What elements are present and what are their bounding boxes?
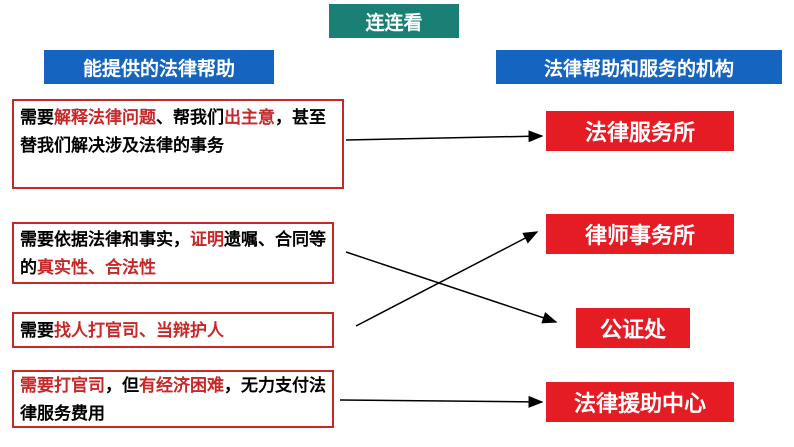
highlight-text: 找人打官司、当辩护人 <box>54 321 224 341</box>
help-item-4: 需要打官司，但有经济困难，无力支付法律服务费用 <box>12 370 334 428</box>
highlight-text: 真实性、合法性 <box>37 258 156 278</box>
help-item-1: 需要解释法律问题、帮我们出主意，甚至替我们解决涉及法律的事务 <box>12 99 344 189</box>
highlight-text: 需要打官司 <box>20 376 105 396</box>
highlight-text: 出主意 <box>224 108 275 128</box>
item-text: 需要 <box>20 108 54 128</box>
item-text: 需要依据法律和事实， <box>20 230 190 250</box>
item-text: ，甚至替我们解决涉及法律的事务 <box>20 108 326 156</box>
item-text: ，无力支付法律服务费用 <box>20 376 326 424</box>
header-institutions: 法律帮助和服务的机构 <box>496 50 782 84</box>
arrow-item1-to-legal-service-office <box>345 130 544 143</box>
help-item-3: 需要找人打官司、当辩护人 <box>12 312 334 348</box>
institution-legal-aid-center: 法律援助中心 <box>546 382 734 422</box>
highlight-text: 解释法律问题 <box>54 108 156 128</box>
help-item-2: 需要依据法律和事实，证明遗嘱、合同等的真实性、合法性 <box>12 222 334 284</box>
item-text: 、帮我们 <box>156 108 224 128</box>
institution-legal-service-office: 法律服务所 <box>546 111 734 151</box>
arrow-item4-to-legal-aid-center <box>339 395 544 408</box>
institution-notary-office: 公证处 <box>576 308 690 348</box>
item-text: 需要 <box>20 321 54 341</box>
arrow-item3-to-law-firm <box>355 231 539 327</box>
page-title: 连连看 <box>329 4 459 38</box>
highlight-text: 证明 <box>190 230 224 250</box>
arrow-item2-to-notary-office <box>345 251 558 324</box>
highlight-text: 有经济困难 <box>139 376 224 396</box>
header-legal-help: 能提供的法律帮助 <box>44 50 274 84</box>
item-text: 遗嘱、合同等的 <box>20 230 326 278</box>
institution-law-firm: 律师事务所 <box>546 214 734 254</box>
item-text: ，但 <box>105 376 139 396</box>
